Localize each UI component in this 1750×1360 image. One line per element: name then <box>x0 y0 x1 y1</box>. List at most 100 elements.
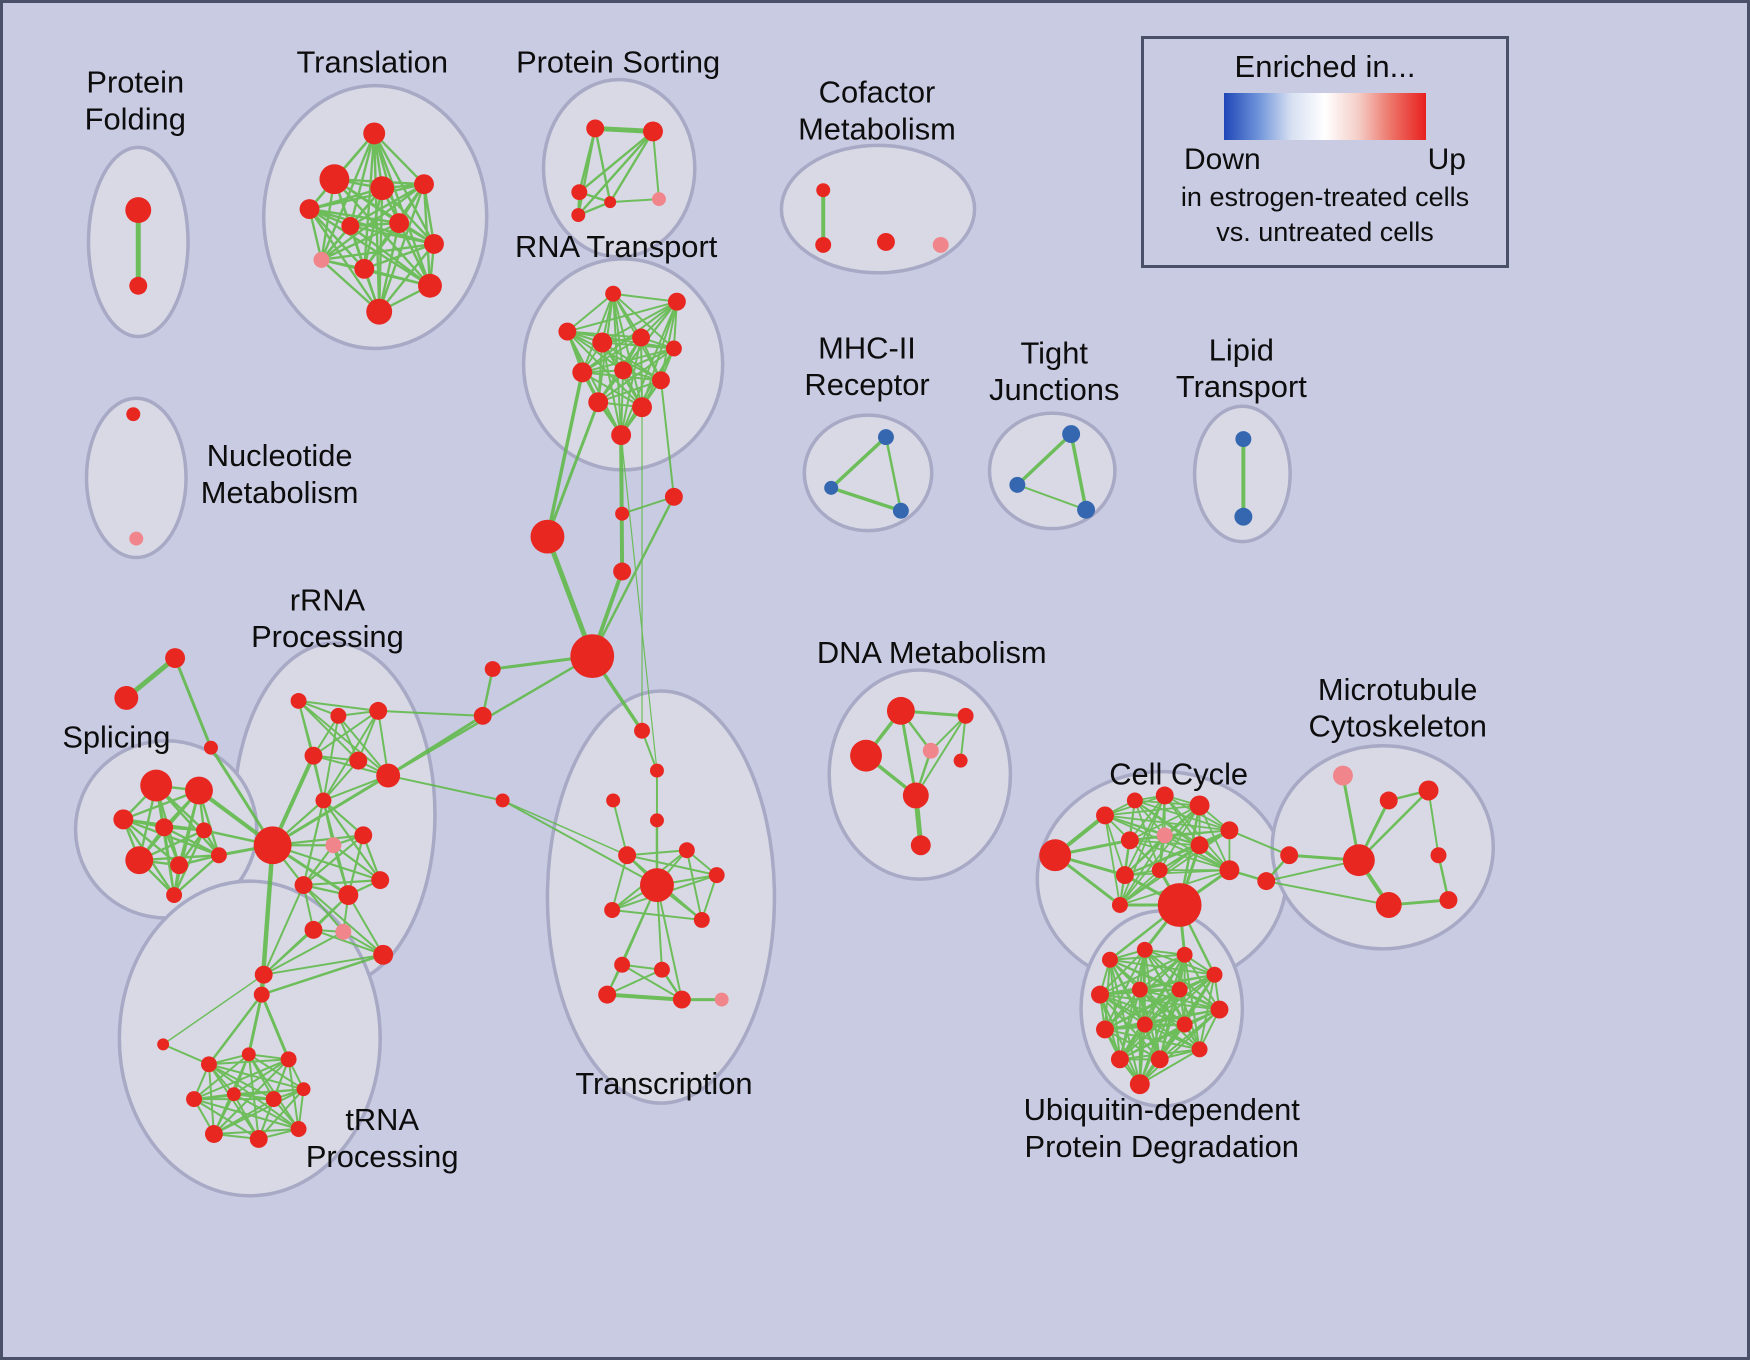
edge-rr3-rr8 <box>322 709 380 802</box>
node-r6 <box>665 340 682 357</box>
node-tx14 <box>672 990 691 1009</box>
edge-mh2-mh3 <box>829 486 903 513</box>
edge-mc0-mc7 <box>1265 880 1390 906</box>
edge-tr6-tr8 <box>232 1088 305 1096</box>
edge-mc3-mc6 <box>1427 789 1440 857</box>
edge-ub5-ub15 <box>1099 993 1141 1086</box>
node-ub13 <box>1150 1050 1169 1069</box>
edge-rr10-rr12 <box>347 834 365 897</box>
edge-ps2-ps4 <box>651 130 660 201</box>
node-mid3 <box>664 487 683 506</box>
node-tx9 <box>604 902 621 918</box>
node-tj3 <box>1077 500 1096 519</box>
edge-ps2-ps3 <box>578 130 655 194</box>
edge-tr12-tr2 <box>162 1043 210 1066</box>
edge-mh1-mh2 <box>829 435 888 490</box>
node-tx11 <box>614 956 631 973</box>
edge-cc5-cc14 <box>1119 804 1201 906</box>
node-tx13 <box>598 985 617 1004</box>
node-nm2 <box>129 531 144 546</box>
cluster-cofactor-metabolism <box>779 143 977 275</box>
node-lt2 <box>1234 507 1253 526</box>
edge-ub10-ub14 <box>1143 1023 1201 1051</box>
node-tx5 <box>618 846 637 865</box>
node-ub1 <box>1101 951 1118 968</box>
node-t4 <box>370 176 395 201</box>
node-r10 <box>588 392 609 413</box>
edge-mid7-rr3 <box>377 709 484 717</box>
edge-ub6-ub8 <box>1138 988 1221 1011</box>
edge-tx5-tx8 <box>626 854 718 877</box>
node-r7 <box>572 362 593 383</box>
edge-dm2-dm4 <box>929 714 967 752</box>
node-ex1 <box>165 648 186 669</box>
edge-t3-t8 <box>308 207 436 246</box>
node-tr2 <box>200 1056 217 1073</box>
node-tx6 <box>678 842 695 859</box>
node-rr4 <box>304 746 323 765</box>
node-tr7 <box>265 1091 282 1108</box>
node-dm1 <box>886 696 915 725</box>
node-pf1 <box>125 197 152 224</box>
edge-sp3-sp8 <box>122 818 221 857</box>
node-mc5 <box>1342 844 1375 877</box>
edge-ps2-ps6 <box>577 130 655 217</box>
node-ex3 <box>203 740 218 755</box>
edge-rr8-rr13 <box>322 799 382 882</box>
edge-r4-r9 <box>601 341 662 382</box>
node-t7 <box>389 213 410 233</box>
node-cc14 <box>1111 897 1128 913</box>
node-ub8 <box>1210 1000 1229 1019</box>
node-sp3 <box>113 809 134 830</box>
edge-rr16-rr17 <box>262 953 385 976</box>
edge-ex3-rr7 <box>209 746 275 847</box>
edge-tr4-tr6 <box>232 1058 290 1096</box>
legend-subtitle-line1: in estrogen-treated cells <box>1180 182 1470 212</box>
edge-ub14-ub15 <box>1138 1048 1201 1086</box>
edge-rr6-mid8 <box>387 774 504 802</box>
node-r2 <box>667 292 686 311</box>
legend-up-label: Up <box>1427 143 1466 176</box>
node-tr10 <box>249 1130 268 1148</box>
edge-ps5-ps4 <box>609 198 660 204</box>
node-ub4 <box>1206 966 1223 983</box>
node-tx2 <box>649 763 664 778</box>
label-cell-cycle: Cell Cycle <box>1109 757 1248 792</box>
node-tx15 <box>714 992 729 1007</box>
edge-r7-r11 <box>581 371 644 409</box>
edge-t4-t10 <box>363 186 384 271</box>
node-sp5 <box>196 822 212 839</box>
edge-t3-t5 <box>308 183 426 211</box>
edge-ub8-ub15 <box>1138 1008 1221 1086</box>
node-tr3 <box>241 1047 256 1062</box>
edge-mid2-mid3 <box>621 495 675 515</box>
edge-t5-t6 <box>349 183 426 228</box>
edge-ex1-ex3 <box>173 656 213 750</box>
edge-cc2-cc14 <box>1104 814 1121 906</box>
edge-r2-r12 <box>620 300 678 437</box>
edge-ub3-ub8 <box>1183 953 1221 1011</box>
edge-r3-r9 <box>566 330 662 382</box>
edge-cc9-cc10 <box>1123 844 1201 877</box>
node-ps5 <box>604 196 617 209</box>
node-cc6 <box>1220 821 1239 840</box>
node-rr1 <box>290 692 307 709</box>
node-r11 <box>632 397 652 418</box>
node-rr12 <box>338 885 359 906</box>
node-ub3 <box>1176 946 1193 963</box>
legend-title: Enriched in... <box>1234 49 1416 84</box>
node-ub11 <box>1176 1016 1193 1033</box>
edge-rr11-rr17 <box>262 884 305 976</box>
node-ub15 <box>1129 1074 1150 1095</box>
node-sp7 <box>170 856 189 875</box>
node-sp4 <box>155 818 174 837</box>
edge-tr2-tr10 <box>207 1063 260 1140</box>
edge-t1-t5 <box>373 132 426 186</box>
node-rr6 <box>376 763 401 788</box>
node-lt1 <box>1235 431 1252 448</box>
edge-tx3-tx5 <box>612 799 629 857</box>
node-tr8 <box>296 1082 311 1097</box>
